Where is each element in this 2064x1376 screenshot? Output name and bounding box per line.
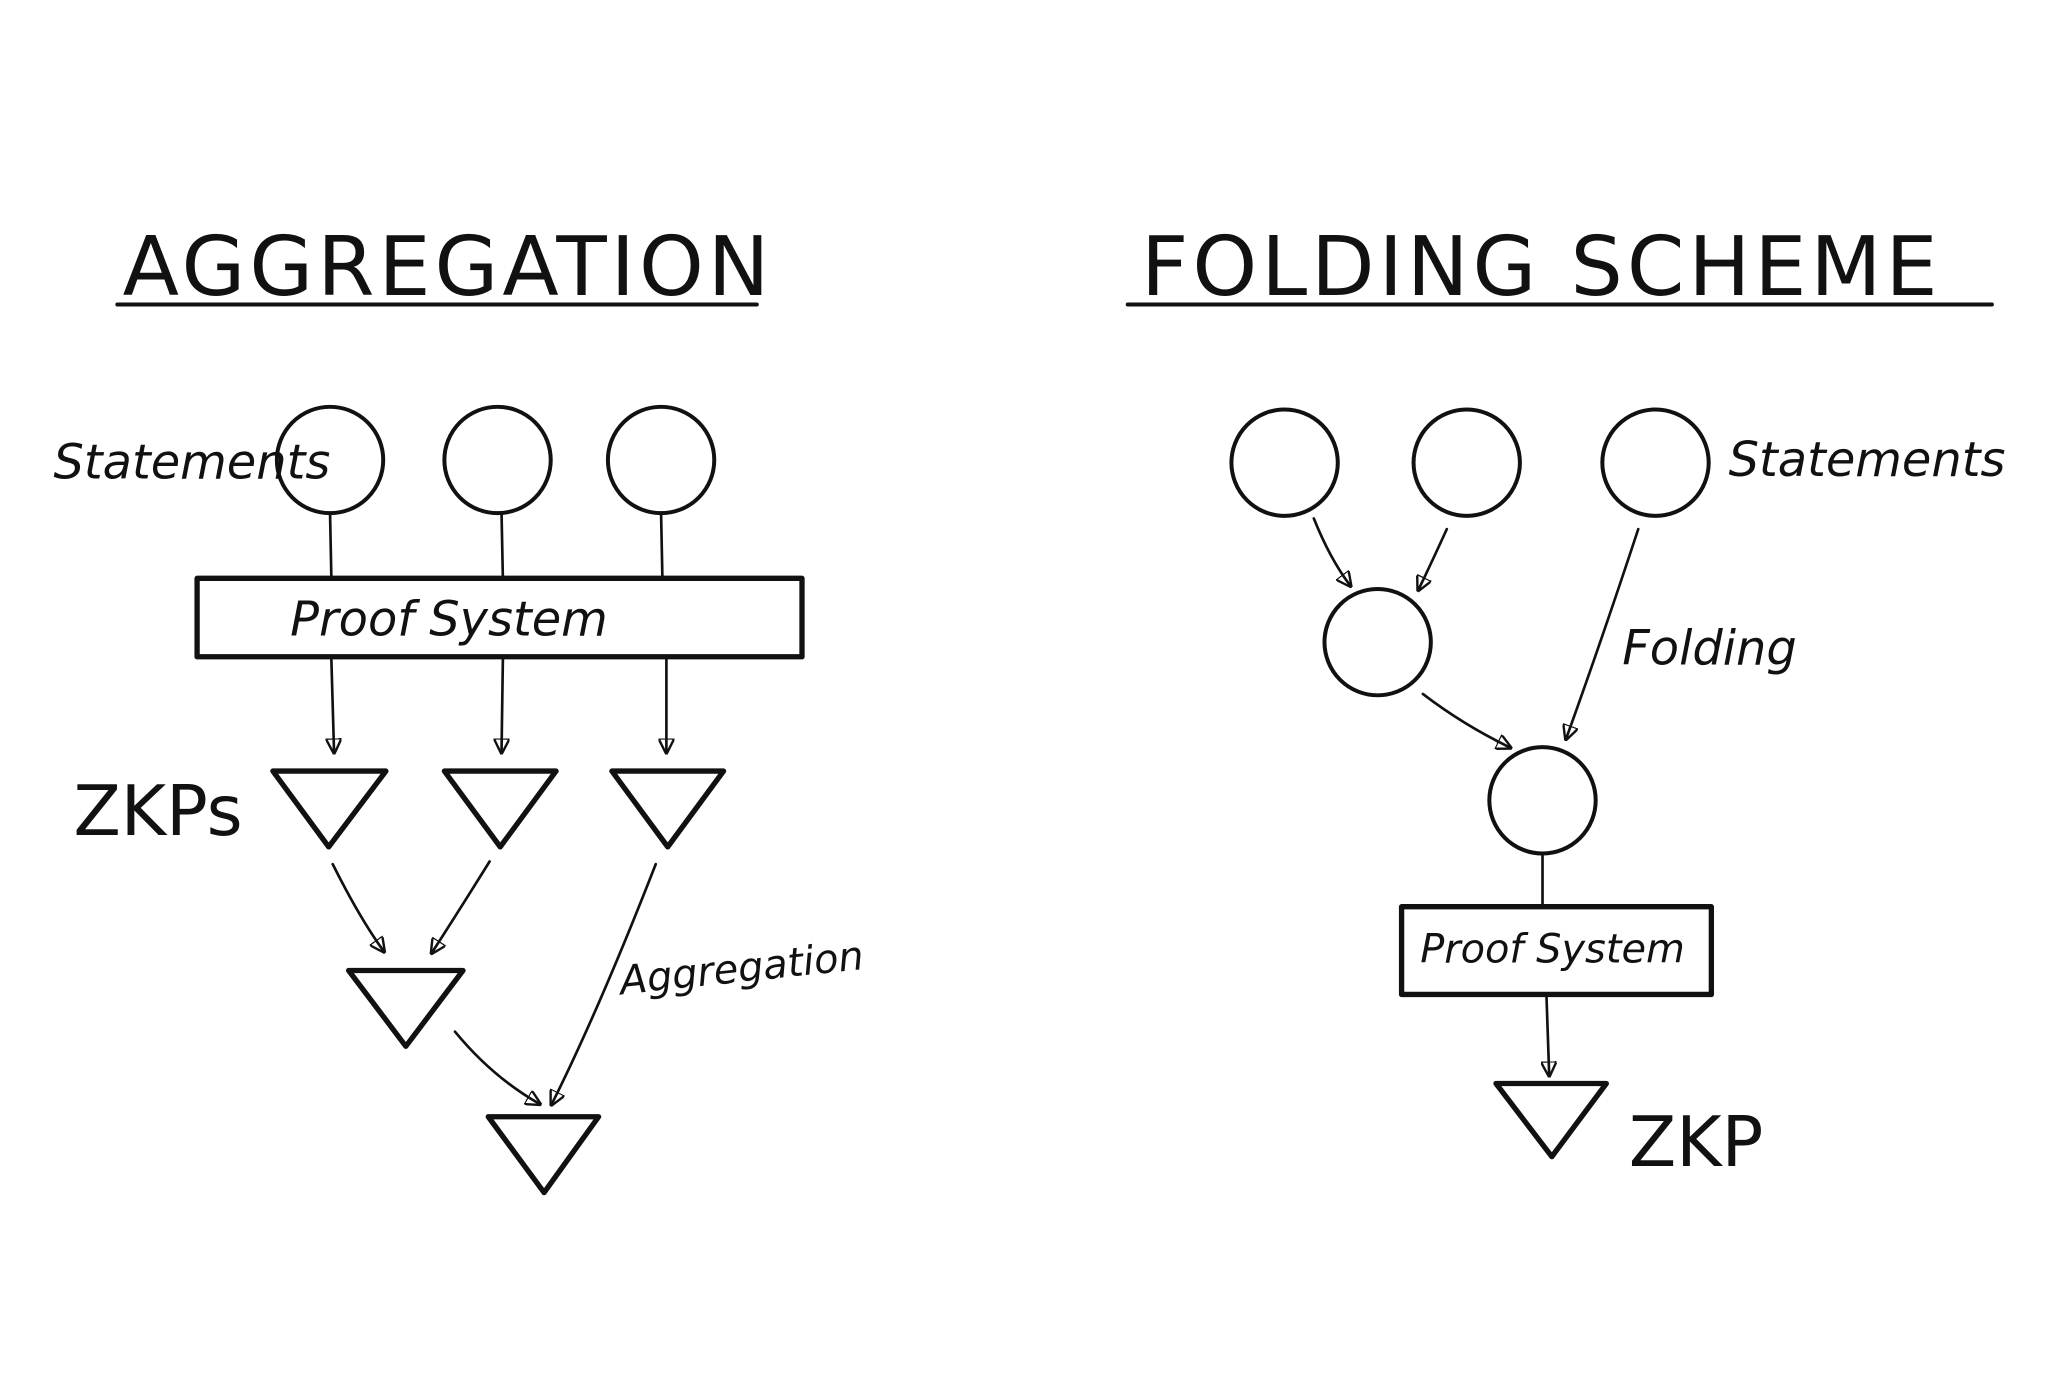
final-zkp-triangle — [485, 1114, 602, 1196]
arrow — [502, 658, 503, 751]
folding-title: FOLDING SCHEME — [1141, 219, 1942, 315]
connector-line — [500, 511, 505, 580]
arrow — [1421, 692, 1509, 747]
proof-system-label: Proof System — [1420, 927, 1685, 973]
aggregated-zkp-triangle — [345, 967, 466, 1049]
aggregation-panel: AGGREGATION Statements Proof System ZKPs… — [54, 219, 866, 1196]
arrow — [1566, 527, 1640, 738]
folded-node — [1322, 586, 1433, 698]
arrow — [432, 860, 491, 951]
statement-node — [605, 404, 717, 516]
connector-line — [328, 511, 333, 580]
folding-panel: FOLDING SCHEME Statements Folding Proof … — [1125, 219, 2006, 1183]
zkp-triangle — [609, 768, 727, 850]
statement-node — [1411, 407, 1522, 518]
folded-node-final — [1487, 745, 1598, 856]
statements-label: Statements — [1729, 433, 2006, 488]
statement-node — [442, 404, 553, 516]
statement-node — [1229, 407, 1340, 518]
connector-line — [659, 511, 664, 580]
arrow — [331, 658, 334, 751]
folding-label: Folding — [1622, 622, 1797, 677]
proof-system-box — [194, 575, 805, 660]
proof-system-label: Proof System — [290, 592, 608, 647]
zkp-triangle — [441, 768, 559, 850]
arrow — [1312, 517, 1350, 584]
zkp-triangle — [270, 768, 389, 850]
arrow — [552, 862, 658, 1103]
proof-system-box — [1398, 904, 1715, 998]
aggregation-title: AGGREGATION — [123, 219, 774, 315]
statement-node — [1600, 407, 1711, 518]
arrow — [453, 1030, 539, 1104]
statements-label: Statements — [54, 436, 331, 491]
aggregation-label: Aggregation — [614, 933, 865, 1005]
arrow — [331, 862, 384, 950]
arrow — [1547, 995, 1550, 1074]
zkp-label: ZKP — [1629, 1103, 1763, 1183]
arrow — [1419, 527, 1449, 589]
zkps-label: ZKPs — [73, 772, 242, 852]
zkp-triangle — [1493, 1080, 1609, 1160]
